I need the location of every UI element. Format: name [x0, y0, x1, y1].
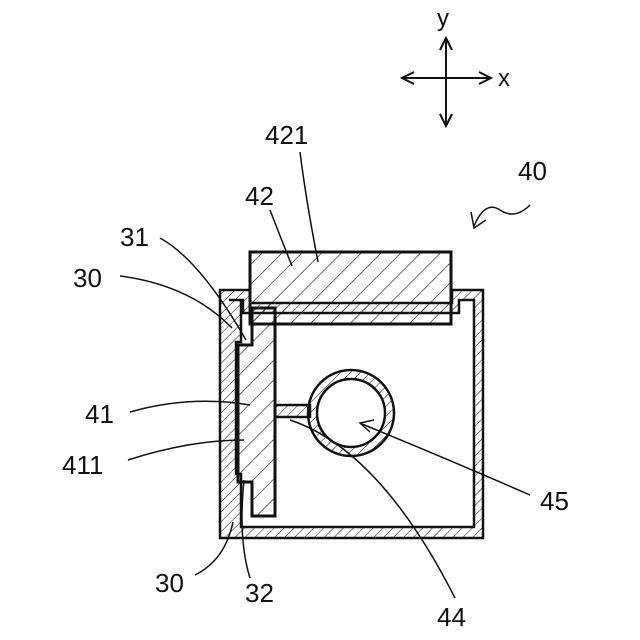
label-41: 41 [85, 399, 114, 429]
reference-labels: 421 42 40 31 30 41 411 45 30 32 44 [62, 120, 569, 632]
label-45: 45 [540, 486, 569, 516]
label-411: 411 [62, 450, 103, 480]
leader-40-arrow [471, 212, 486, 228]
label-44: 44 [437, 602, 466, 632]
y-axis-label: y [437, 5, 449, 32]
label-421: 421 [265, 120, 308, 150]
label-32: 32 [245, 578, 274, 608]
label-40: 40 [518, 156, 547, 186]
x-axis-label: x [498, 65, 510, 92]
member-42 [250, 252, 451, 324]
leader-421 [300, 152, 318, 262]
leader-45 [362, 424, 530, 495]
label-30-top: 30 [73, 263, 102, 293]
label-31: 31 [120, 222, 149, 252]
connector-44 [275, 405, 310, 417]
label-30-bottom: 30 [155, 568, 184, 598]
ring-inner [317, 379, 385, 447]
label-42: 42 [245, 181, 274, 211]
leader-30-top [120, 276, 232, 328]
axis-cross: y x [402, 5, 510, 126]
ring-45 [308, 370, 394, 456]
